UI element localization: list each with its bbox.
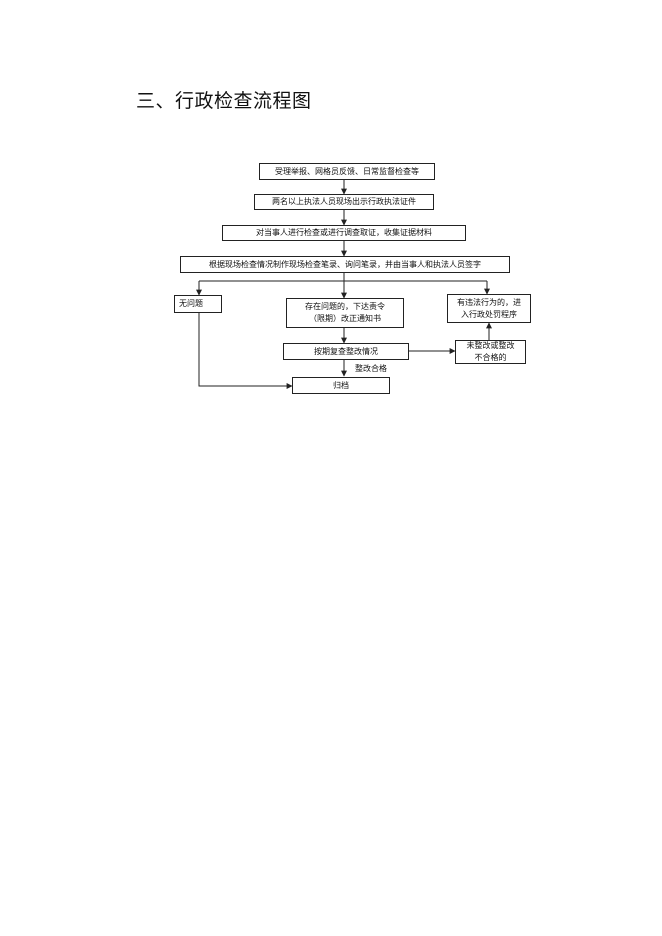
node-violation-line2: 入行政处罚程序 (461, 309, 517, 319)
node-record-label: 根据现场检查情况制作现场检查笔录、询问笔录，并由当事人和执法人员签字 (209, 259, 481, 269)
node-accept-label: 受理举报、网格员反馈、日常监督检查等 (275, 166, 419, 176)
node-issue-notice-line1: 存在问题的，下达责令 (305, 302, 385, 311)
node-archive-label: 归档 (333, 380, 349, 390)
node-investigate: 对当事人进行检查或进行调查取证，收集证据材料 (222, 225, 466, 241)
node-review: 按期复查整改情况 (283, 343, 409, 360)
node-accept: 受理举报、网格员反馈、日常监督检查等 (259, 163, 435, 180)
node-archive: 归档 (292, 377, 390, 394)
node-investigate-label: 对当事人进行检查或进行调查取证，收集证据材料 (256, 228, 432, 237)
node-show-id: 两名以上执法人员现场出示行政执法证件 (254, 194, 434, 210)
node-no-problem-label: 无问题 (179, 299, 203, 308)
node-record: 根据现场检查情况制作现场检查笔录、询问笔录，并由当事人和执法人员签字 (180, 256, 510, 273)
node-not-rectified: 未整改或整改 不合格的 (455, 340, 526, 364)
node-not-rectified-line1: 未整改或整改 (466, 341, 515, 350)
node-violation: 有违法行为的，进 入行政处罚程序 (447, 294, 531, 323)
node-not-rectified-line2: 不合格的 (474, 353, 507, 362)
edge-label-qualified: 整改合格 (355, 364, 387, 373)
node-no-problem: 无问题 (174, 295, 222, 313)
arrow-no-problem-to-archive (198, 313, 293, 389)
node-issue-notice: 存在问题的，下达责令 （限期）改正通知书 (286, 298, 404, 328)
node-issue-notice-line2: （限期）改正通知书 (309, 314, 381, 323)
node-violation-line1: 有违法行为的，进 (457, 297, 521, 307)
page-title: 三、行政检查流程图 (136, 90, 312, 112)
node-review-label: 按期复查整改情况 (314, 346, 378, 356)
node-show-id-label: 两名以上执法人员现场出示行政执法证件 (272, 197, 416, 206)
